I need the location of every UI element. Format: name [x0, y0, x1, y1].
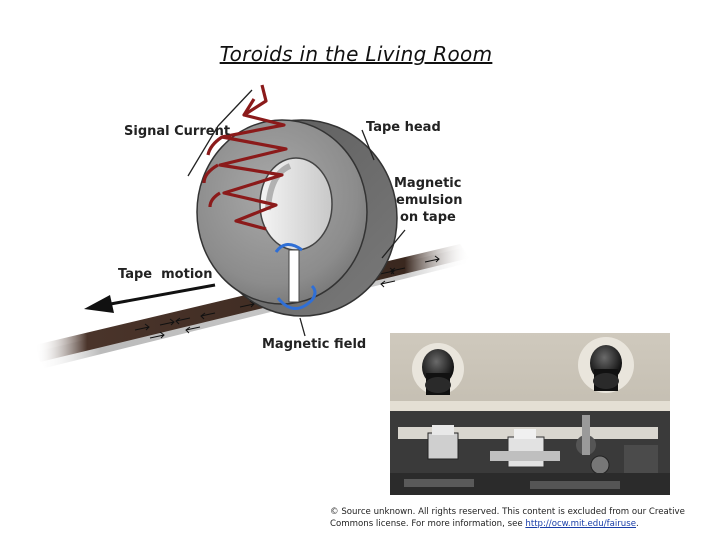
toroid-core — [197, 120, 397, 316]
emulsion-label-line2: emulsion — [396, 193, 462, 208]
tape-motion-label: Tape motion — [118, 267, 212, 282]
magnetic-field-label: Magnetic field — [262, 337, 366, 352]
signal-current-label: Signal Current — [124, 124, 230, 139]
credit-end: . — [636, 519, 639, 529]
emulsion-label-line1: Magnetic — [394, 176, 461, 191]
tape-deck-photo — [390, 333, 670, 495]
fairuse-link[interactable]: http://ocw.mit.edu/fairuse — [525, 519, 636, 529]
emulsion-label-line3: on tape — [400, 210, 456, 225]
credit-notice: © Source unknown. All rights reserved. T… — [330, 506, 718, 530]
tape-head-label: Tape head — [366, 120, 441, 135]
